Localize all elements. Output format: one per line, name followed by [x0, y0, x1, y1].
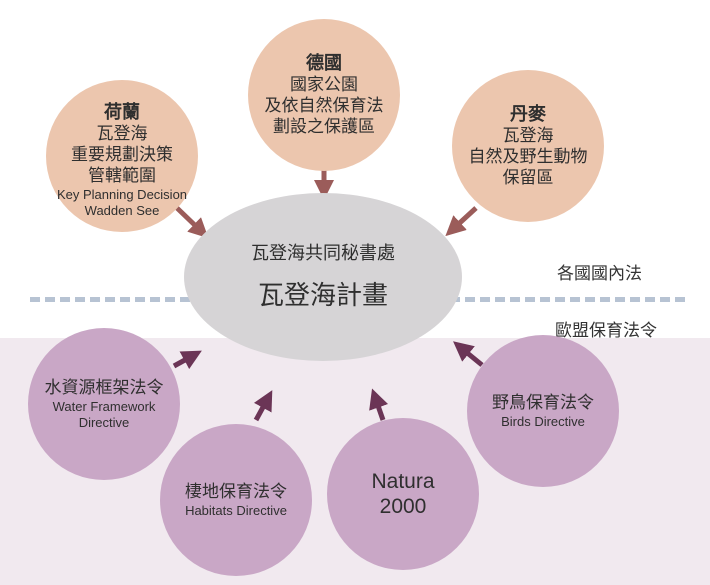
denmark-line: 保留區 — [502, 167, 554, 188]
natura-label: Natura — [371, 470, 435, 493]
denmark-node: 丹麥 瓦登海 自然及野生動物 保留區 — [452, 70, 604, 222]
netherlands-line: 瓦登海 — [96, 123, 148, 144]
birds-english-label: Birds Directive — [501, 413, 585, 429]
netherlands-english-line: Key Planning Decision — [56, 186, 188, 202]
netherlands-english-line: Wadden See — [84, 202, 160, 218]
water-framework-directive-node: 水資源框架法令 Water Framework Directive — [28, 328, 180, 480]
germany-line: 劃設之保護區 — [273, 116, 375, 137]
water-framework-chinese-label: 水資源框架法令 — [44, 377, 164, 398]
netherlands-title: 荷蘭 — [104, 101, 140, 123]
water-framework-english-label: Water Framework — [52, 398, 156, 414]
birds-chinese-label: 野鳥保育法令 — [492, 392, 594, 413]
germany-title: 德國 — [306, 52, 342, 74]
habitats-chinese-label: 棲地保育法令 — [185, 481, 287, 502]
denmark-line: 自然及野生動物 — [468, 146, 588, 167]
arrow-netherlands — [175, 206, 209, 239]
natura-2000-node: Natura 2000 — [327, 418, 479, 570]
netherlands-node: 荷蘭 瓦登海 重要規劃決策 管轄範圍 Key Planning Decision… — [46, 80, 198, 232]
germany-node: 德國 國家公園 及依自然保育法 劃設之保護區 — [248, 19, 400, 171]
national-law-label: 各國國內法 — [557, 264, 642, 284]
netherlands-line: 管轄範圍 — [88, 165, 156, 186]
denmark-title: 丹麥 — [510, 103, 546, 125]
habitats-directive-node: 棲地保育法令 Habitats Directive — [160, 424, 312, 576]
denmark-line: 瓦登海 — [502, 125, 554, 146]
netherlands-line: 重要規劃決策 — [71, 144, 173, 165]
water-framework-english-label: Directive — [78, 414, 130, 430]
plan-label: 瓦登海計畫 — [257, 281, 388, 311]
arrow-denmark — [445, 206, 478, 237]
germany-line: 國家公園 — [290, 74, 358, 95]
eu-law-label: 歐盟保育法令 — [555, 321, 657, 341]
secretariat-label: 瓦登海共同秘書處 — [251, 243, 395, 264]
germany-line: 及依自然保育法 — [264, 95, 384, 116]
habitats-english-label: Habitats Directive — [185, 502, 287, 518]
natura-year-label: 2000 — [379, 495, 427, 518]
wadden-sea-plan-node: 瓦登海共同秘書處 瓦登海計畫 — [184, 193, 462, 361]
birds-directive-node: 野鳥保育法令 Birds Directive — [467, 335, 619, 487]
